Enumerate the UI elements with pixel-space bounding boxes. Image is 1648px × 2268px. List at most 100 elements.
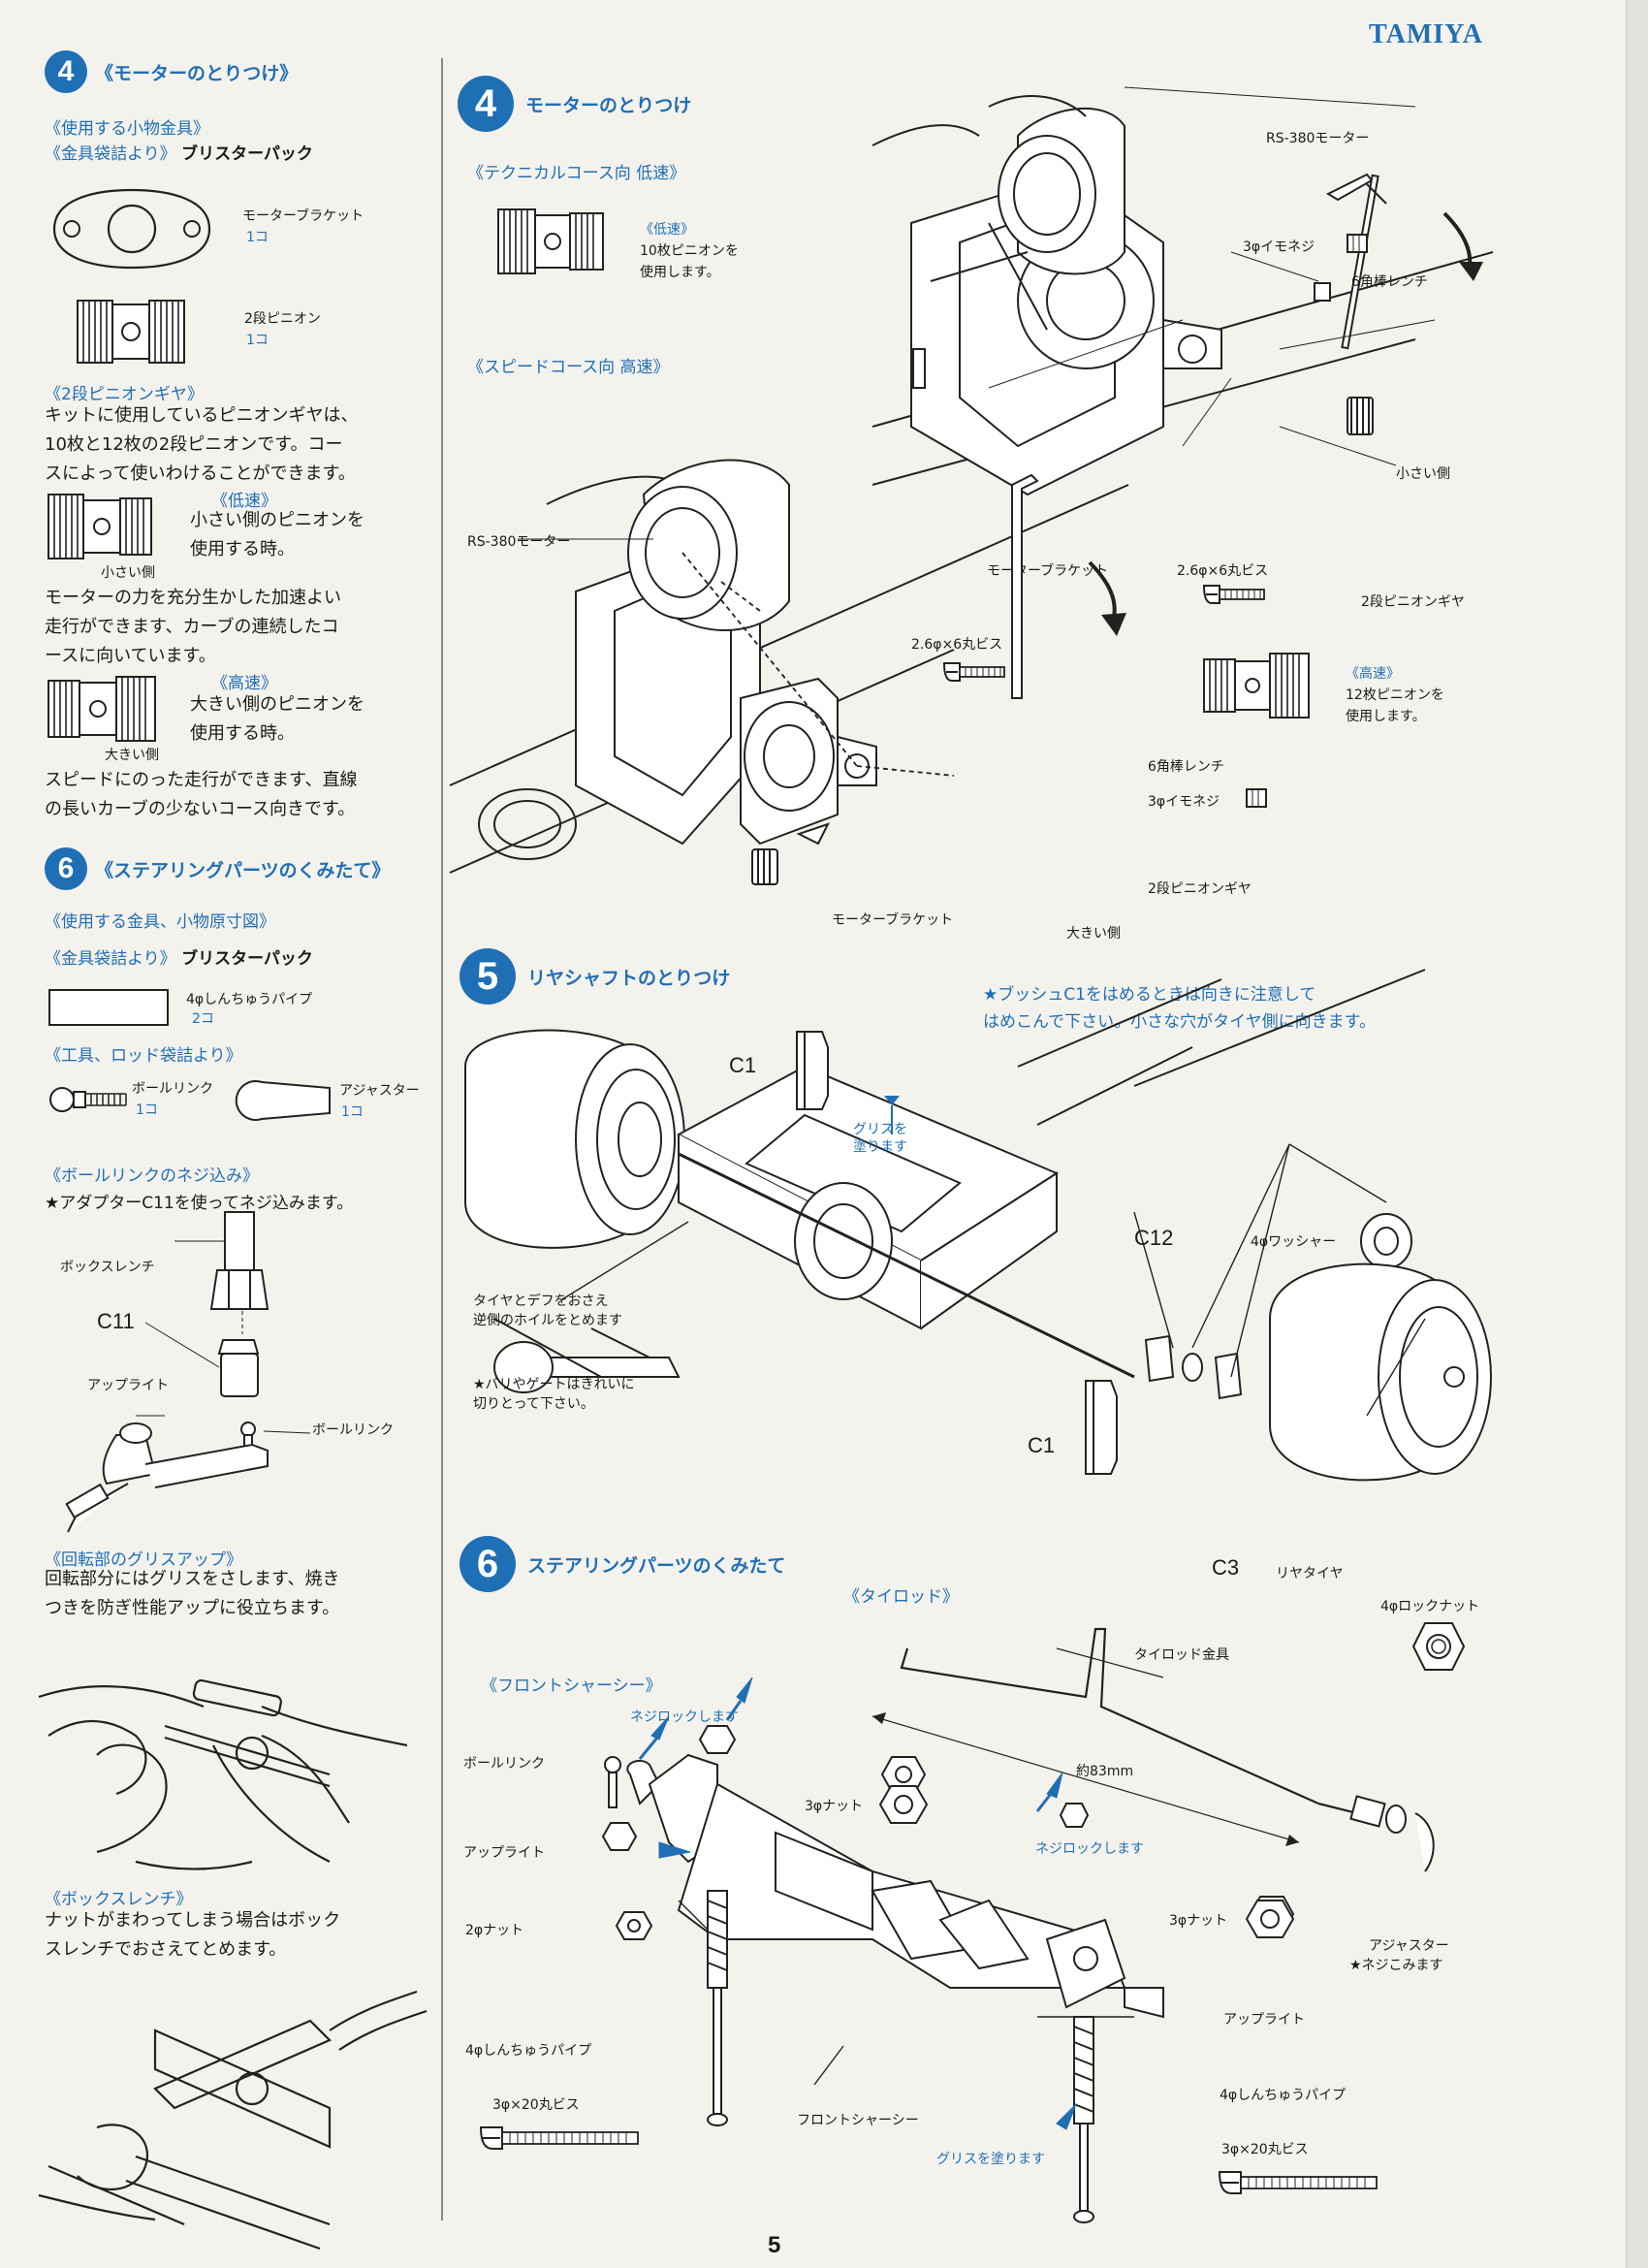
hex-wrench-top-label: 6角棒レンチ xyxy=(1351,274,1428,290)
low-heading: 《低速》 xyxy=(211,492,277,511)
boxwrench-text: ナットがまわってしまう場合はボック スレンチでおさえてとめます。 xyxy=(45,1906,340,1965)
high-text: 大きい側のピニオンを 使用する時。 xyxy=(190,690,364,749)
bracket-name: モーターブラケット xyxy=(242,208,364,224)
gear-line-2: 10枚と12枚の2段ピニオンです。コー xyxy=(45,434,343,455)
brass-pipe-drawing xyxy=(48,989,169,1026)
bushing-note: ★ブッシュC1をはめるときは向きに注意して はめこんで下さい。小さな穴がタイヤ側… xyxy=(983,981,1376,1036)
high-pinion-drawing xyxy=(1203,653,1310,719)
tierod-metal-label: タイロッド金具 xyxy=(1134,1647,1229,1663)
low-desc: モーターの力を充分生かした加速よい 走行ができます、カーブの連続したコ ースに向… xyxy=(45,584,341,671)
section-title: 《モーターのとりつけ》 xyxy=(95,62,299,84)
pinion-gear-top-label: 2段ピニオンギヤ xyxy=(1361,594,1465,610)
motor-bracket-drawing xyxy=(52,188,211,270)
high-line-2: 使用します。 xyxy=(1346,709,1426,724)
right-section-6-header: 6 ステアリングパーツのくみたて xyxy=(460,1536,785,1592)
grease-heading: 《回転部のグリスアップ》 xyxy=(45,1550,242,1570)
low-text: 小さい側のピニオンを 使用する時。 xyxy=(190,506,364,564)
high-text: 12枚ピニオンを 使用します。 xyxy=(1346,685,1444,727)
nut3-a-label: 3φナット xyxy=(805,1799,864,1814)
nut3-b-label: 3φナット xyxy=(1169,1913,1228,1929)
lock-nut-label: 4φロックナット xyxy=(1380,1599,1480,1614)
tire-note-1: タイヤとデフをおさえ xyxy=(473,1294,609,1309)
hex-wrench-mid-label: 6角棒レンチ xyxy=(1148,759,1224,775)
grease-line-2: つきを防ぎ性能アップに役立ちます。 xyxy=(45,1598,340,1618)
high-heading: 《高速》 xyxy=(1346,666,1400,682)
nut2-label: 2φナット xyxy=(465,1923,524,1938)
section-title: 《ステアリングパーツのくみたて》 xyxy=(95,859,391,881)
bracket-mid-label: モーターブラケット xyxy=(832,912,954,928)
left-section-6: 6 《ステアリングパーツのくみたて》 xyxy=(45,847,442,890)
front-chassis-heading: 《フロントシャーシー》 xyxy=(481,1677,662,1696)
low-line-2: 使用します。 xyxy=(640,265,720,280)
grease-line-1: 回転部分にはグリスをさします、焼き xyxy=(45,1569,340,1589)
screw-26-mid-icon xyxy=(942,662,1005,682)
bag-heading: 《金具袋詰より》 xyxy=(45,144,176,164)
pipe-a-label: 4φしんちゅうパイプ xyxy=(465,2043,592,2059)
low-speed-pinion-drawing xyxy=(48,494,152,559)
adjuster-note: ★ネジこみます xyxy=(1349,1958,1443,1973)
pipe-name: 4φしんちゅうパイプ xyxy=(186,992,313,1007)
high-desc-1: スピードにのった走行ができます、直線 xyxy=(45,770,358,790)
step-number-badge: 6 xyxy=(460,1536,516,1592)
ball-link-drawing xyxy=(49,1087,127,1112)
bag-name: ブリスターパック xyxy=(181,949,313,969)
nut3-b-icon xyxy=(1245,1900,1295,1938)
washer-label: 4φワッシャー xyxy=(1251,1234,1337,1250)
section-title: モーターのとりつけ xyxy=(525,94,692,116)
adjuster-label: アジャスター xyxy=(1369,1938,1449,1954)
pinion-qty: 1コ xyxy=(246,333,269,348)
low-desc-1: モーターの力を充分生かした加速よい xyxy=(45,588,341,608)
parts-heading: 《使用する小物金具》 xyxy=(45,119,209,139)
balllink-label: ボールリンク xyxy=(463,1756,545,1772)
screw-b-label: 3φ×20丸ビス xyxy=(1221,2142,1309,2157)
high-line-1: 大きい側のピニオンを xyxy=(190,694,364,715)
ball-link-screw-diagram xyxy=(65,1211,311,1533)
high-heading: 《高速》 xyxy=(211,674,277,693)
tie-rod-illustration xyxy=(872,1627,1435,1872)
small-side-top-label: 小さい側 xyxy=(1396,466,1450,482)
gear-heading: 《2段ピニオンギヤ》 xyxy=(45,385,204,404)
front-chassis-label: フロントシャーシー xyxy=(797,2113,919,2128)
motor-low-speed-illustration xyxy=(449,459,1129,885)
grease-line-2: 塗ります xyxy=(853,1139,907,1155)
high-desc-2: の長いカーブの少ないコース向きです。 xyxy=(45,799,356,819)
high-line-2: 使用する時。 xyxy=(190,723,295,744)
pinion-gear-mid-label: 2段ピニオンギヤ xyxy=(1148,881,1252,897)
right-section-5-header: 5 リヤシャフトのとりつけ xyxy=(460,948,730,1005)
approx-length-label: 約83mm xyxy=(1076,1764,1134,1779)
low-text: 10枚ピニオンを 使用します。 xyxy=(640,240,739,283)
tierod-heading: 《タイロッド》 xyxy=(843,1587,959,1607)
pipe-qty: 2コ xyxy=(192,1011,214,1027)
tire-note: タイヤとデフをおさえ 逆側のホイルをとめます xyxy=(473,1292,622,1330)
pinion-name: 2段ピニオン xyxy=(244,311,321,327)
low-desc-3: ースに向いています。 xyxy=(45,646,216,666)
adjuster-name: アジャスター xyxy=(339,1083,420,1099)
set-screw-mid-icon xyxy=(1246,788,1267,808)
motor-high-speed-illustration xyxy=(872,86,1494,496)
boxwrench-line-2: スレンチでおさえてとめます。 xyxy=(45,1939,287,1960)
rear-shaft-illustration xyxy=(464,969,1492,1482)
lock-nut-icon xyxy=(1411,1622,1466,1671)
left-section-4: 4 《モーターのとりつけ》 xyxy=(45,50,432,93)
low-desc-2: 走行ができます、カーブの連続したコ xyxy=(45,617,339,637)
low-heading: 《低速》 xyxy=(640,222,694,238)
section-title: ステアリングパーツのくみたて xyxy=(527,1554,786,1577)
speed-course-heading: 《スピードコース向 高速》 xyxy=(467,358,670,377)
low-line-1: 10枚ピニオンを xyxy=(640,243,739,259)
c12-label: C12 xyxy=(1134,1226,1174,1250)
set-screw-top-icon xyxy=(1347,234,1368,253)
screw-a-icon xyxy=(479,2126,639,2150)
parts-heading: 《使用する金具、小物原寸図》 xyxy=(45,912,275,932)
tech-course-heading: 《テクニカルコース向 低速》 xyxy=(467,164,686,183)
front-chassis-illustration xyxy=(601,1677,1295,2223)
box-wrench-illustration xyxy=(38,1990,428,2251)
column-divider xyxy=(441,58,443,2220)
screw-26-mid-label: 2.6φ×6丸ビス xyxy=(911,637,1003,653)
screwlock-2-label: ネジロックします xyxy=(1035,1841,1144,1857)
grease-hands-illustration xyxy=(38,1678,408,1870)
screwlock-1-label: ネジロックします xyxy=(630,1709,739,1725)
set-screw-top-label: 3φイモネジ xyxy=(1243,240,1315,255)
c1-bottom-label: C1 xyxy=(1028,1433,1056,1457)
c1-top-label: C1 xyxy=(729,1053,757,1077)
gear-text: キットに使用しているピニオンギヤは、 10枚と12枚の2段ピニオンです。コー ス… xyxy=(45,401,358,489)
